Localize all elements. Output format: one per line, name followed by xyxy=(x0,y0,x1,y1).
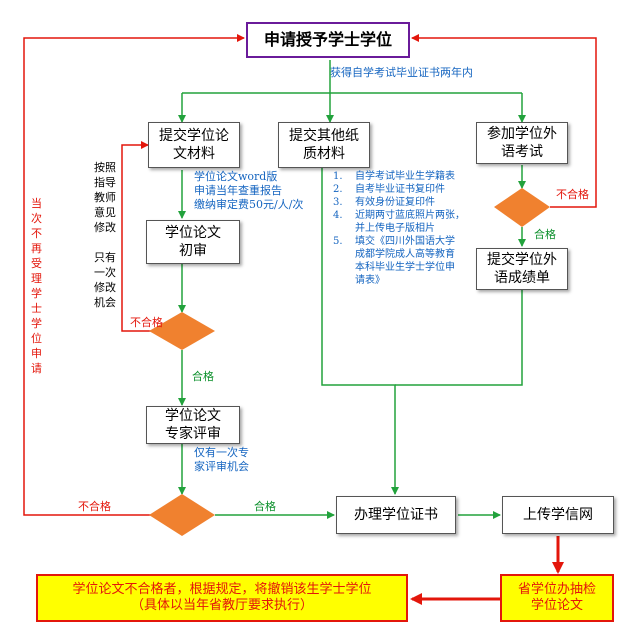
spot-check-box: 省学位办抽检 学位论文 xyxy=(500,574,614,622)
material-item: 2.自考毕业证书复印件 xyxy=(333,184,445,195)
submit-other-box: 提交其他纸 质材料 xyxy=(278,122,370,168)
initial-fail-label: 不合格 xyxy=(130,316,163,329)
initial-review-box: 学位论文 初审 xyxy=(146,220,240,264)
revise-advice-note: 按照指导教师意见修改 xyxy=(94,161,116,234)
material-item: 3.有效身份证复印件 xyxy=(333,197,435,208)
upload-chsi-box: 上传学信网 xyxy=(502,496,614,534)
expert-fail-label: 不合格 xyxy=(78,500,111,513)
material-item: 4.近期两寸蓝底照片两张， 并上传电子版相片 xyxy=(333,210,465,234)
revise-once-note: 只有一次修改机会 xyxy=(94,251,116,309)
expert-pass-label: 合格 xyxy=(254,500,276,513)
revoke-degree-box: 学位论文不合格者，根据规定，将撤销该生学士学位 （具体以当年省教厅要求执行） xyxy=(36,574,408,622)
foreign-fail-label: 不合格 xyxy=(556,188,589,201)
foreign-exam-decision xyxy=(494,188,550,227)
time-limit-note: 获得自学考试毕业证书两年内 xyxy=(330,66,473,79)
expert-review-decision xyxy=(149,494,215,536)
material-item: 5.填交《四川外国语大学 成都学院成人高等教育 本科毕业生学士学位申 请表》 xyxy=(333,236,455,286)
foreign-pass-label: 合格 xyxy=(534,228,556,241)
thesis-requirements: 学位论文word版 申请当年查重报告 缴纳审定费50元/人/次 xyxy=(194,170,303,212)
no-reapply-note: 当次不再受理学士学位申请 xyxy=(31,197,42,375)
thesis-req-1: 学位论文word版 xyxy=(194,170,278,183)
materials-list: 1.自学考试毕业生学籍表 2.自考毕业证书复印件 3.有效身份证复印件 4.近期… xyxy=(333,170,483,287)
thesis-req-3: 缴纳审定费50元/人/次 xyxy=(194,198,304,211)
submit-thesis-box: 提交学位论 文材料 xyxy=(148,122,240,168)
thesis-req-2: 申请当年查重报告 xyxy=(194,184,282,197)
expert-once-note: 仅有一次专 家评审机会 xyxy=(194,446,249,473)
handle-certificate-box: 办理学位证书 xyxy=(336,496,456,534)
apply-degree-title: 申请授予学士学位 xyxy=(246,22,410,58)
material-item: 1.自学考试毕业生学籍表 xyxy=(333,171,455,182)
foreign-score-box: 提交学位外 语成绩单 xyxy=(476,248,568,290)
foreign-exam-box: 参加学位外 语考试 xyxy=(476,122,568,164)
expert-review-box: 学位论文 专家评审 xyxy=(146,406,240,444)
initial-pass-label: 合格 xyxy=(192,370,214,383)
initial-review-decision xyxy=(149,312,215,350)
